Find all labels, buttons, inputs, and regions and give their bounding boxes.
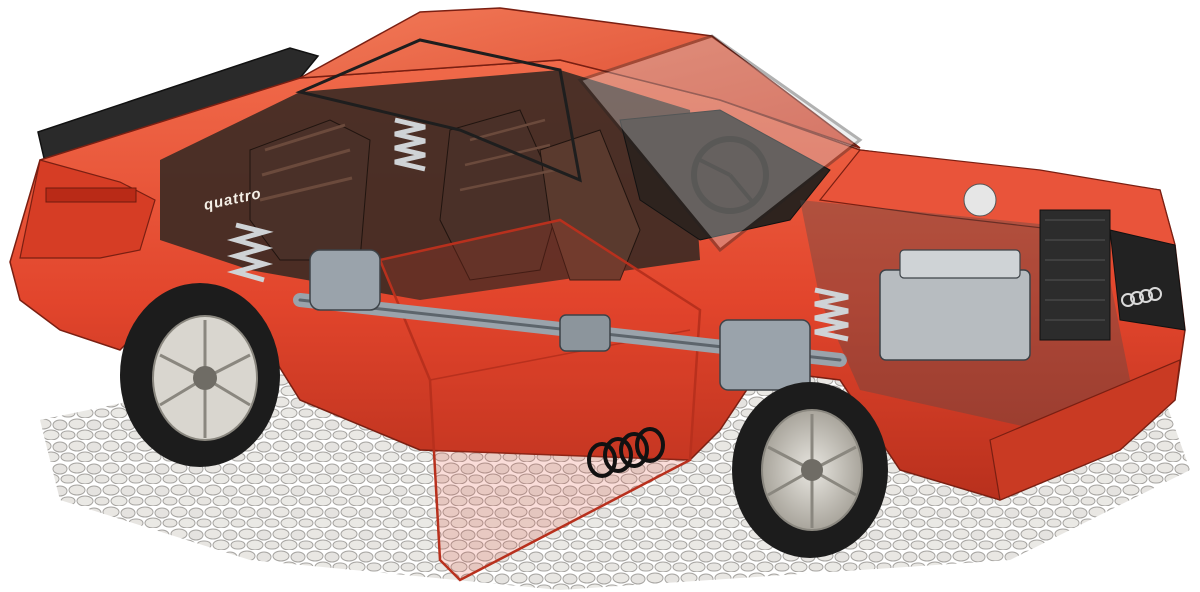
front-grille [1109,229,1186,331]
windshield [577,34,863,253]
center-differential [559,314,611,352]
rear-upper-coil-spring [394,117,426,172]
front-bumper [989,359,1181,501]
fluid-reservoir [963,183,997,217]
side-window-frame [295,38,582,183]
audi-grille-rings-logo [1121,287,1162,307]
radiator [1039,209,1111,341]
front-seat-right [539,129,641,281]
gearbox [719,319,811,391]
dashboard [619,109,831,241]
rear-tail-light [45,187,137,203]
rear-wheel [120,283,280,467]
front-wheel [732,382,888,558]
rear-tail-panel [19,159,156,259]
audi-rings-logo [587,427,665,478]
engine-block [879,269,1031,361]
front-seat-left [439,109,561,281]
cylinder-head [899,249,1021,279]
rear-coil-spring [226,222,274,283]
rear-differential [309,249,381,311]
drivetrain [293,249,847,391]
engine-bay [800,183,1130,430]
interior-cutaway [160,70,831,300]
steering-wheel [691,136,769,214]
open-door-outline [378,218,702,582]
front-coil-spring [814,287,849,342]
